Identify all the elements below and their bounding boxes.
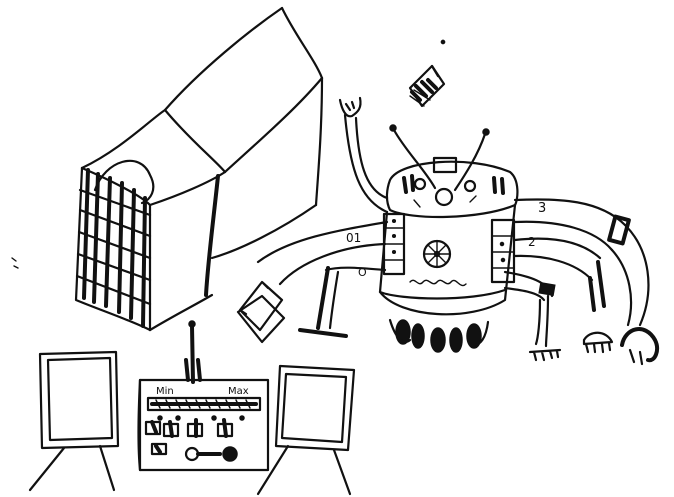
head-screen <box>432 156 458 174</box>
robot-wheels <box>388 318 490 353</box>
robot: 01 O 3 2 <box>236 96 659 366</box>
panel-antenna <box>190 324 195 384</box>
left-monitor <box>28 350 120 492</box>
panel-knob <box>222 446 238 462</box>
left-arm-upper-edge <box>256 220 389 264</box>
min-label: Min <box>156 386 174 397</box>
held-box-front <box>236 294 286 344</box>
control-panel: Min Max <box>137 320 270 472</box>
body-fan <box>422 239 452 269</box>
left-antenna <box>392 128 437 190</box>
arm-label-O: O <box>358 266 367 279</box>
rake-foot <box>528 348 562 362</box>
robot-body <box>378 203 517 316</box>
big-box <box>74 6 324 332</box>
left-arm-lower-edge <box>278 242 387 286</box>
upper-left-arm-inner <box>354 116 389 200</box>
box-grid <box>75 168 152 328</box>
right-monitor <box>256 364 356 496</box>
arm-label-01: 01 <box>346 231 361 245</box>
upper-right-arm-joint <box>607 214 631 246</box>
upper-left-arm-top <box>343 113 389 214</box>
top-claw <box>338 96 362 118</box>
stray-dot <box>440 39 446 45</box>
right-antenna <box>453 132 487 192</box>
left-foot <box>298 328 348 338</box>
panel-slider <box>146 396 262 412</box>
body-right-panel <box>490 218 516 284</box>
left-leg <box>316 266 330 330</box>
arm-label-2: 2 <box>528 235 536 249</box>
stray-marks <box>11 257 19 269</box>
head-face <box>434 187 454 207</box>
fork-hand <box>582 331 614 346</box>
body-scribble <box>409 279 467 287</box>
max-label: Max <box>228 386 249 397</box>
big-claw <box>620 327 659 363</box>
floating-cube <box>408 64 446 108</box>
arm-label-3: 3 <box>538 201 546 216</box>
lower-left-arm <box>324 266 387 272</box>
